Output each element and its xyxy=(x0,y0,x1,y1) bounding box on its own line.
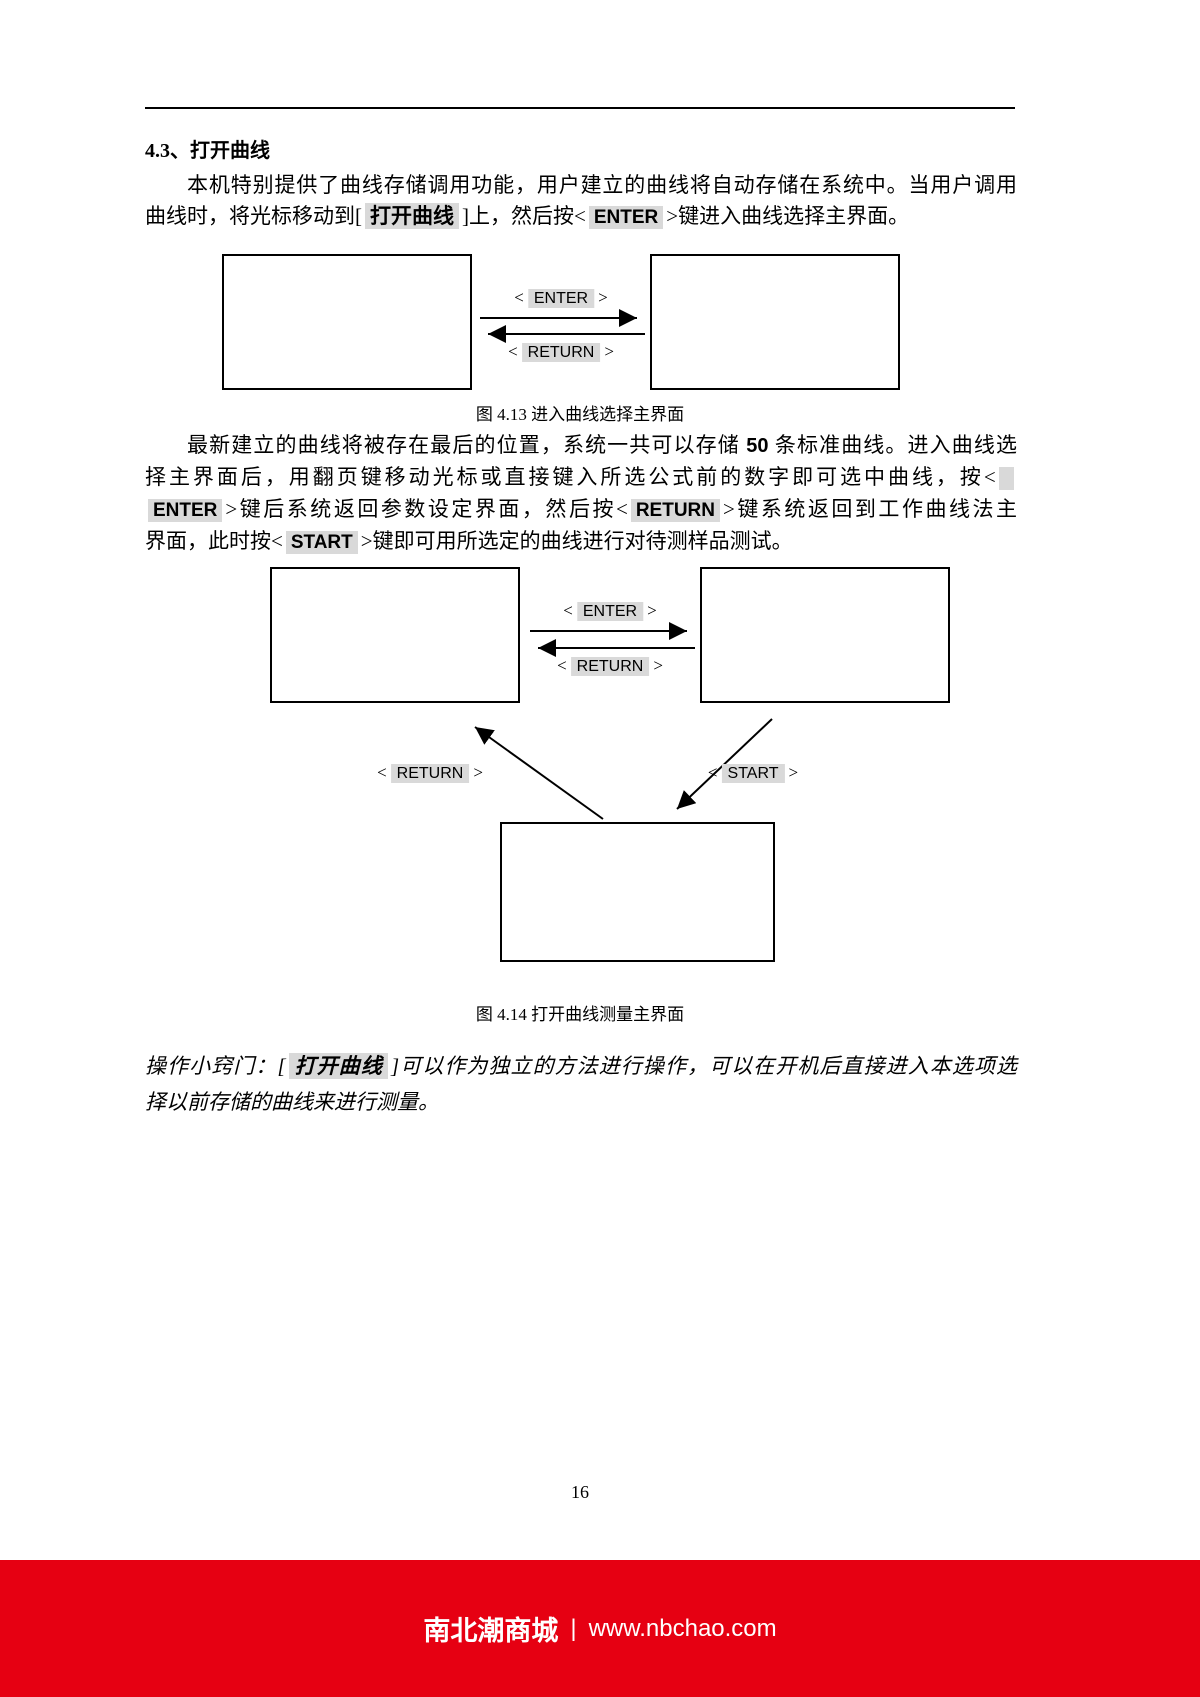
enter-arrow-label: <ENTER> xyxy=(563,601,657,621)
return-key-label: RETURN xyxy=(521,343,601,362)
paragraph-2: 最新建立的曲线将被存在最后的位置，系统一共可以存储 50 条标准曲线。进入曲线选… xyxy=(145,430,1017,558)
enter-key-label: ENTER xyxy=(576,602,644,621)
text-run: 曲线时，将光标移动到[ xyxy=(145,204,362,228)
enter-key-label: ENTER xyxy=(148,499,223,522)
footer-url: www.nbchao.com xyxy=(588,1614,777,1642)
text-run: >键进入曲线选择主界面。 xyxy=(666,204,910,228)
screen-box-bottom xyxy=(500,822,775,962)
curve-count: 50 xyxy=(746,435,769,457)
bracket: > xyxy=(473,763,483,782)
bracket: > xyxy=(598,288,608,307)
header-rule xyxy=(145,107,1015,109)
text-run: ]可以作为独立的方法进行操作，可以在开机后直接进入本选项选 xyxy=(390,1054,1018,1078)
open-curve-option-label: 打开曲线 xyxy=(288,1053,388,1079)
highlight-block xyxy=(998,467,1014,490)
screen-box-top-right xyxy=(700,567,950,703)
screen-box-right xyxy=(650,254,900,390)
section-number: 4.3、 xyxy=(145,140,190,162)
footer-separator: | xyxy=(570,1614,577,1642)
bracket: < xyxy=(377,763,387,782)
text-run: 操作小窍门：[ xyxy=(145,1054,286,1078)
return-key-label: RETURN xyxy=(570,657,650,676)
bracket: > xyxy=(647,601,657,620)
text-run: 界面，此时按< xyxy=(145,529,283,553)
start-diagonal-label: <START> xyxy=(708,763,798,783)
text-line: 界面，此时按<START>键即可用所选定的曲线进行对待测样品测试。 xyxy=(145,526,1017,558)
text-line: ENTER>键后系统返回参数设定界面，然后按<RETURN>键系统返回到工作曲线… xyxy=(145,494,1017,526)
footer-bar: 南北潮商城 | www.nbchao.com xyxy=(0,1560,1200,1697)
text-line: 曲线时，将光标移动到[打开曲线]上，然后按<ENTER>键进入曲线选择主界面。 xyxy=(145,201,1017,233)
enter-key-label: ENTER xyxy=(588,206,664,229)
text-run: 择主界面后，用翻页键移动光标或直接键入所选公式前的数字即可选中曲线，按< xyxy=(145,465,996,489)
section-title: 打开曲线 xyxy=(190,140,270,162)
figure-4-13-caption: 图 4.13 进入曲线选择主界面 xyxy=(475,405,685,424)
text-run: >键系统返回到工作曲线法主 xyxy=(723,497,1018,521)
section-heading: 4.3、打开曲线 xyxy=(145,134,270,163)
text-run: 条标准曲线。进入曲线选 xyxy=(768,433,1017,457)
start-key-label: START xyxy=(721,764,785,783)
return-diagonal-arrow xyxy=(474,726,604,820)
enter-key-label: ENTER xyxy=(527,289,595,308)
text-run: >键后系统返回参数设定界面，然后按< xyxy=(225,497,628,521)
bracket: > xyxy=(788,763,799,782)
return-arrow-label: <RETURN> xyxy=(508,342,614,362)
open-curve-option-label: 打开曲线 xyxy=(365,203,459,229)
text-line: 择以前存储的曲线来进行测量。 xyxy=(145,1090,439,1114)
return-key-label: RETURN xyxy=(390,764,470,783)
return-key-label: RETURN xyxy=(630,499,720,522)
start-key-label: START xyxy=(285,531,358,554)
figure-4-14-caption: 图 4.14 打开曲线测量主界面 xyxy=(475,1005,685,1024)
screen-box-left xyxy=(222,254,472,390)
text-line: 最新建立的曲线将被存在最后的位置，系统一共可以存储 50 条标准曲线。进入曲线选 xyxy=(145,430,1017,462)
text-line: 择主界面后，用翻页键移动光标或直接键入所选公式前的数字即可选中曲线，按< xyxy=(145,462,1017,494)
return-diagonal-label: <RETURN> xyxy=(377,763,483,783)
text-run: 最新建立的曲线将被存在最后的位置，系统一共可以存储 xyxy=(187,433,747,457)
paragraph-1: 本机特别提供了曲线存储调用功能，用户建立的曲线将自动存储在系统中。当用户调用 曲… xyxy=(145,170,1017,233)
text-line: 本机特别提供了曲线存储调用功能，用户建立的曲线将自动存储在系统中。当用户调用 xyxy=(187,173,1017,197)
bracket: < xyxy=(514,288,524,307)
footer-site-name: 南北潮商城 xyxy=(423,1616,559,1646)
tip-paragraph: 操作小窍门：[打开曲线]可以作为独立的方法进行操作，可以在开机后直接进入本选项选… xyxy=(145,1048,1017,1120)
bracket: < xyxy=(707,763,718,782)
return-arrow-label: <RETURN> xyxy=(557,656,663,676)
screen-box-top-left xyxy=(270,567,520,703)
bracket: < xyxy=(563,601,573,620)
figure-4-13-diagram: <ENTER> <RETURN> xyxy=(145,254,1015,394)
transition-arrows xyxy=(480,309,645,343)
text-run: ]上，然后按< xyxy=(462,204,586,228)
bracket: < xyxy=(557,656,567,675)
transition-arrows xyxy=(474,622,773,820)
enter-arrow-label: <ENTER> xyxy=(514,288,608,308)
bracket: > xyxy=(604,342,614,361)
text-run: >键即可用所选定的曲线进行对待测样品测试。 xyxy=(360,529,793,553)
figure-4-14-diagram: <ENTER> <RETURN> <RETURN> <START> xyxy=(145,567,1015,965)
page-number: 16 xyxy=(571,1482,589,1502)
bracket: < xyxy=(508,342,518,361)
text-line: 操作小窍门：[打开曲线]可以作为独立的方法进行操作，可以在开机后直接进入本选项选 xyxy=(145,1048,1017,1084)
bracket: > xyxy=(653,656,663,675)
